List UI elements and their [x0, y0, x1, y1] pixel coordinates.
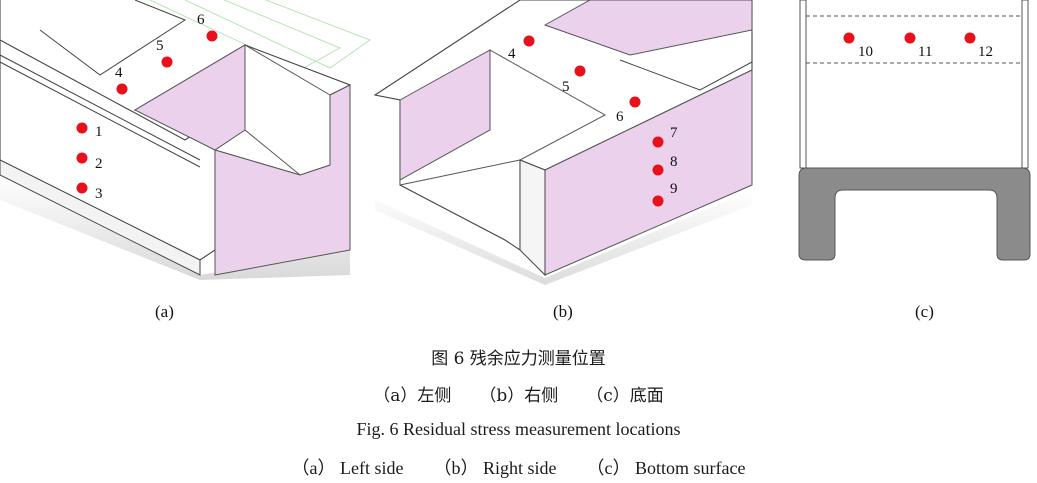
edge-line — [0, 54, 201, 161]
point-label-4b: 4 — [508, 46, 516, 62]
marker-point-11 — [904, 32, 916, 44]
caption-cn-sub-c: （c）底面 — [586, 386, 664, 406]
beam-shadow — [375, 190, 752, 285]
point-label-4: 4 — [115, 65, 123, 81]
marker-point-6b — [629, 96, 641, 108]
caption-cn-sub-b: （b）右侧 — [479, 386, 559, 406]
marker-point-9 — [652, 195, 664, 207]
beam-shadow — [0, 175, 350, 280]
caption-cn-subtitles: （a）左侧 （b）右侧 （c）底面 — [0, 381, 1037, 406]
caption-en-sub-a: （a） Left side — [291, 458, 404, 478]
point-label-3: 3 — [95, 186, 103, 202]
marker-point-5 — [161, 56, 173, 68]
caption-en-title: Fig. 6 Residual stress measurement locat… — [356, 419, 681, 439]
caption-en-sub-b: （b） Right side — [433, 458, 557, 478]
point-label-12: 12 — [978, 44, 993, 60]
panel-label-c: (c) — [915, 302, 934, 321]
beam-front-face — [0, 159, 201, 276]
panel-a-left-side: 1 2 3 4 5 6 (a) — [0, 0, 372, 321]
top-slot — [619, 59, 753, 91]
top-slot — [39, 0, 187, 76]
panel-label-a: (a) — [155, 302, 174, 321]
point-label-11: 11 — [918, 44, 932, 60]
marker-point-12 — [964, 32, 976, 44]
caption-cn-sub-a: （a）左侧 — [373, 386, 452, 406]
marker-point-5b — [574, 65, 586, 77]
marker-point-7 — [652, 136, 664, 148]
marker-point-6 — [206, 30, 218, 42]
panel-b-right-side: 4 5 6 7 8 9 (b) — [373, 0, 753, 321]
marker-point-3 — [76, 182, 88, 194]
caption-cn-title: 图 6 残余应力测量位置 — [431, 349, 606, 369]
caption-en-sub-c: （c） Bottom surface — [586, 458, 746, 478]
top-pink-slot — [543, 0, 753, 56]
channel-floor — [244, 44, 331, 176]
marker-point-8 — [652, 164, 664, 176]
right-rail — [1021, 0, 1029, 169]
panel-c-bottom-surface: 10 11 12 (c) — [798, 0, 1031, 321]
point-label-6b: 6 — [616, 109, 624, 125]
point-label-9: 9 — [670, 181, 678, 197]
figure-6-diagram: 1 2 3 4 5 6 (a) 4 5 6 7 8 9 — [0, 0, 1031, 321]
marker-point-2 — [76, 152, 88, 164]
channel-cross-section — [798, 167, 1031, 261]
panel-label-b: (b) — [553, 302, 573, 321]
beam-front-edge — [519, 159, 546, 277]
point-label-1: 1 — [95, 124, 103, 140]
marker-point-10 — [843, 32, 855, 44]
point-label-6: 6 — [197, 12, 205, 28]
point-label-2: 2 — [95, 156, 103, 172]
point-label-8: 8 — [670, 154, 678, 170]
caption-en-subtitles: （a） Left side （b） Right side （c） Bottom su… — [0, 454, 1037, 480]
channel-floor — [399, 49, 607, 186]
marker-point-4b — [523, 35, 535, 47]
marker-point-1 — [76, 122, 88, 134]
point-label-10: 10 — [858, 44, 873, 60]
left-rail — [799, 0, 807, 169]
edge-line — [0, 61, 201, 168]
marker-point-4 — [116, 83, 128, 95]
point-label-7: 7 — [670, 125, 678, 141]
point-label-5: 5 — [156, 38, 164, 54]
point-label-5b: 5 — [562, 79, 570, 95]
